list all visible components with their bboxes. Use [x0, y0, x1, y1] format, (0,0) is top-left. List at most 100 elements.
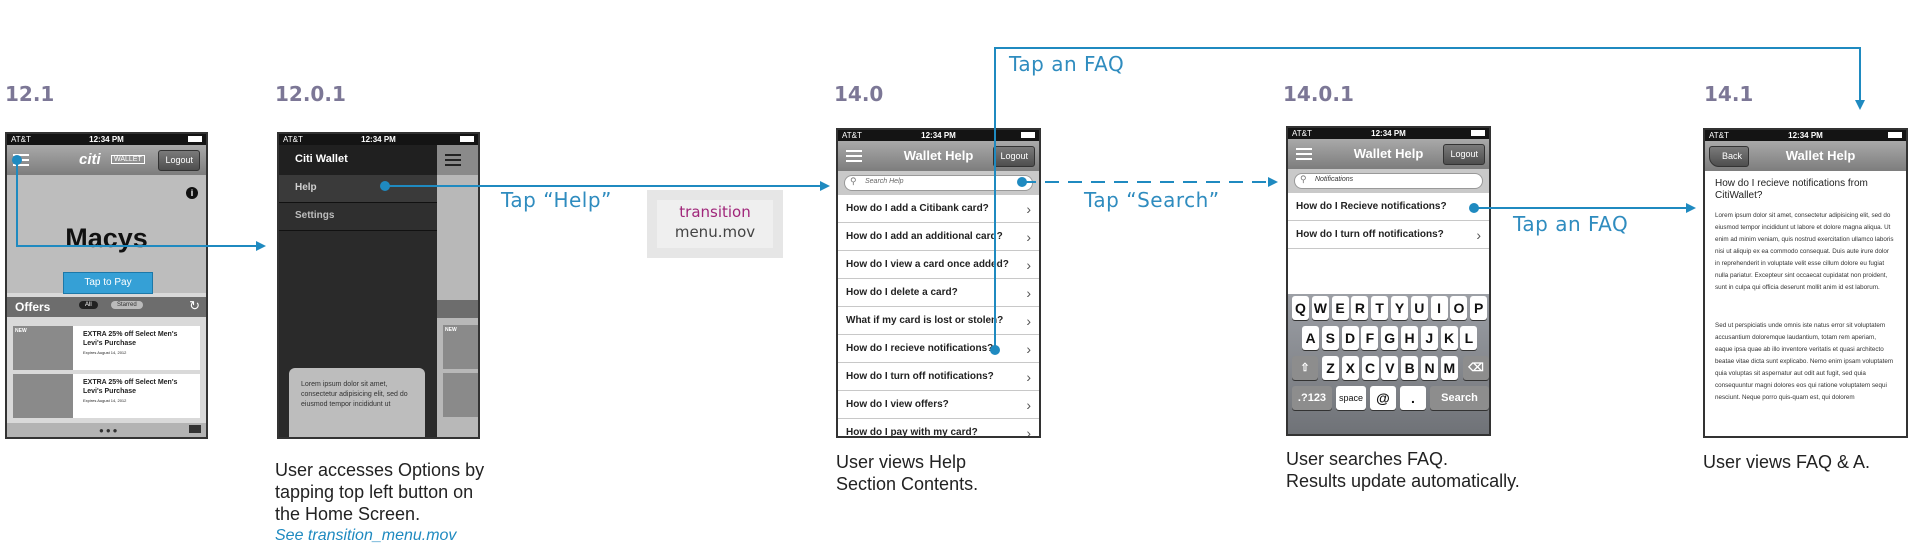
key-x[interactable]: X [1341, 356, 1359, 380]
key-z[interactable]: Z [1322, 356, 1339, 380]
key-b[interactable]: B [1401, 356, 1419, 380]
segment-starred[interactable]: Starred [111, 301, 143, 309]
nav-bar: Wallet Help Logout [1288, 139, 1489, 169]
at-key[interactable]: @ [1370, 386, 1396, 410]
chevron-right-icon: › [1026, 285, 1031, 301]
faq-row[interactable]: How do I add a Citibank card?› [838, 195, 1039, 223]
key-e[interactable]: E [1331, 296, 1349, 320]
tap-to-pay-button[interactable]: Tap to Pay [63, 272, 153, 294]
status-bar: AT&T 12:34 PM [1288, 128, 1489, 139]
faq-row[interactable]: How do I add an additional card?› [838, 223, 1039, 251]
step-number-12-1: 12.1 [5, 82, 55, 106]
info-icon[interactable]: i [186, 187, 198, 199]
key-s[interactable]: S [1321, 326, 1339, 350]
key-h[interactable]: H [1401, 326, 1418, 350]
shift-key[interactable]: ⇧ [1292, 356, 1318, 380]
faq-row[interactable]: How do I view a card once added? › [838, 251, 1039, 279]
search-input[interactable]: ⚲ Search Help [844, 175, 1033, 191]
tap-point [1017, 177, 1027, 187]
faq-row[interactable]: How do I view offers? › [838, 391, 1039, 419]
key-p[interactable]: P [1470, 296, 1488, 320]
chevron-right-icon: › [1026, 369, 1031, 385]
faq-row[interactable]: How do I turn off notifications?› [838, 363, 1039, 391]
menu-item-settings[interactable]: Settings [279, 203, 437, 231]
offer-thumbnail [13, 326, 73, 370]
search-result-row[interactable]: How do I turn off notifications?› [1288, 221, 1489, 249]
status-time: 12:34 PM [361, 135, 396, 144]
chevron-right-icon: › [1026, 257, 1031, 273]
logout-button[interactable]: Logout [993, 146, 1035, 167]
faq-row[interactable]: How do I delete a card?› [838, 279, 1039, 307]
transition-movie-box[interactable]: transition menu.mov [647, 190, 783, 258]
search-icon: ⚲ [850, 176, 857, 186]
key-d[interactable]: D [1341, 326, 1359, 350]
search-key[interactable]: Search [1430, 386, 1489, 410]
wallet-icon[interactable] [189, 425, 201, 433]
menu-item-label: Settings [295, 210, 335, 221]
key-j[interactable]: J [1420, 326, 1438, 350]
key-y[interactable]: Y [1391, 296, 1408, 320]
step-number-14-0: 14.0 [834, 82, 884, 106]
transition-filename: menu.mov [674, 223, 756, 241]
chevron-right-icon: › [1026, 397, 1031, 413]
key-a[interactable]: A [1302, 326, 1319, 350]
faq-question-text: How do I add a Citibank card? [846, 203, 989, 214]
faq-row[interactable]: What if my card is lost or stolen?› [838, 307, 1039, 335]
page-footer: ●●● [7, 423, 206, 437]
menu-item-help[interactable]: Help [279, 175, 437, 203]
hamburger-icon[interactable] [846, 150, 862, 162]
key-g[interactable]: G [1381, 326, 1399, 350]
key-i[interactable]: I [1430, 296, 1448, 320]
key-k[interactable]: K [1440, 326, 1458, 350]
key-u[interactable]: U [1410, 296, 1428, 320]
key-m[interactable]: M [1440, 356, 1458, 380]
key-o[interactable]: O [1450, 296, 1468, 320]
offer-item[interactable]: NEW EXTRA 25% off Select Men's Levi's Pu… [13, 326, 200, 370]
menu-item-label: Help [295, 182, 317, 193]
key-w[interactable]: W [1311, 296, 1329, 320]
faq-row[interactable]: How do I recieve notifications?› [838, 335, 1039, 363]
menu-header: Citi Wallet [279, 145, 437, 175]
caption-line: User accesses Options by [275, 460, 485, 480]
search-result-row[interactable]: How do I Recieve notifications? [1288, 193, 1489, 221]
space-key[interactable]: space [1336, 386, 1366, 410]
tap-point [1469, 203, 1479, 213]
status-bar: AT&T 12:34 PM [7, 134, 206, 145]
numbers-key[interactable]: .?123 [1292, 386, 1332, 410]
caption-answer: User views FAQ & A. [1703, 451, 1870, 473]
segment-all[interactable]: All [79, 301, 98, 309]
key-n[interactable]: N [1421, 356, 1438, 380]
key-q[interactable]: Q [1292, 296, 1309, 320]
key-l[interactable]: L [1460, 326, 1478, 350]
logout-button[interactable]: Logout [158, 150, 200, 171]
key-v[interactable]: V [1381, 356, 1399, 380]
key-r[interactable]: R [1351, 296, 1369, 320]
arrow-faq-over-top [994, 47, 1865, 350]
step-number-14-0-1: 14.0.1 [1283, 82, 1354, 106]
caption-link[interactable]: See transition_menu.mov [275, 527, 457, 544]
faq-answer-paragraph: Sed ut perspiciatis unde omnis iste natu… [1715, 322, 1894, 401]
key-c[interactable]: C [1361, 356, 1379, 380]
key-t[interactable]: T [1371, 296, 1389, 320]
delete-key[interactable]: ⌫ [1463, 356, 1489, 380]
key-f[interactable]: F [1361, 326, 1379, 350]
carrier-label: AT&T [1709, 131, 1729, 140]
offer-item[interactable]: EXTRA 25% off Select Men's Levi's Purcha… [13, 374, 200, 418]
back-button[interactable]: Back [1709, 146, 1750, 167]
chevron-right-icon: › [1026, 341, 1031, 357]
search-input[interactable]: ⚲ Notifications [1294, 173, 1483, 189]
logout-button[interactable]: Logout [1443, 144, 1485, 165]
faq-question-text: How do I view offers? [846, 399, 949, 410]
status-time: 12:34 PM [921, 131, 956, 140]
faq-question-text: How do I view a card once added? [846, 259, 1009, 270]
tap-point [380, 181, 390, 191]
caption-help: User views Help Section Contents. [836, 451, 978, 495]
hamburger-icon[interactable] [445, 154, 461, 166]
chevron-right-icon: › [1026, 425, 1031, 438]
dot-key[interactable]: . [1400, 386, 1426, 410]
refresh-icon[interactable]: ↻ [189, 298, 200, 313]
caption-line: Results update automatically. [1286, 471, 1520, 491]
faq-row[interactable]: How do I pay with my card?› [838, 419, 1039, 438]
home-peek-panel[interactable]: NEW [437, 145, 478, 437]
hamburger-icon[interactable] [1296, 148, 1312, 160]
